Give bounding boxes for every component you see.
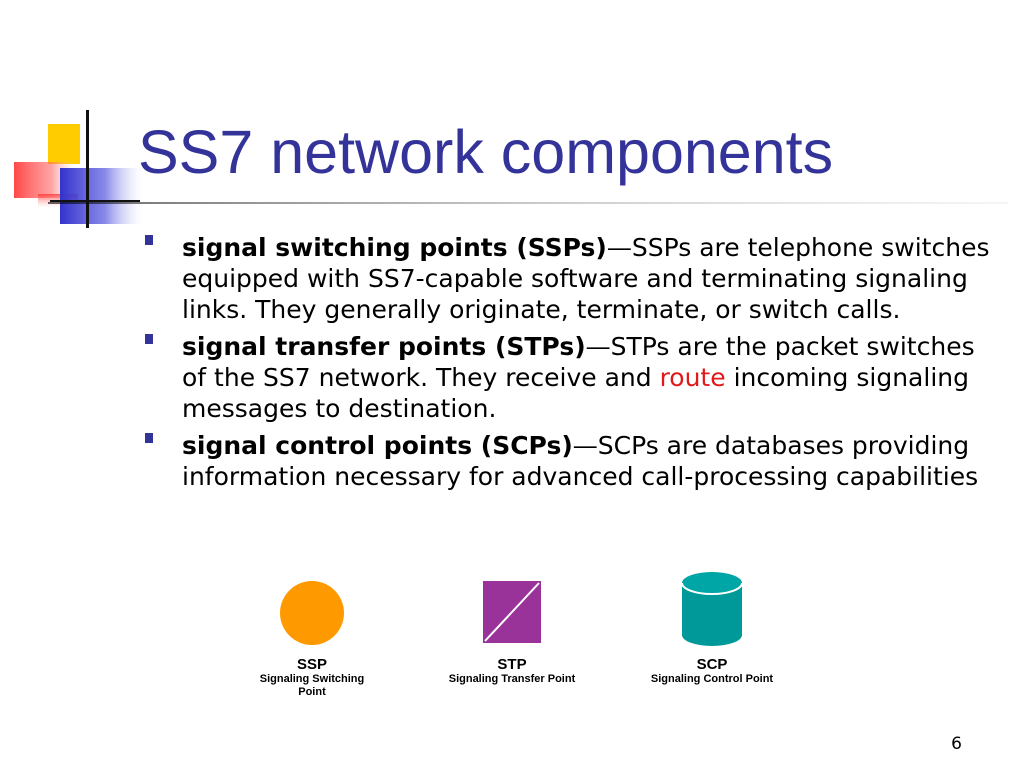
figure-stp: STP Signaling Transfer Point	[442, 578, 582, 686]
figure-caption: Signaling Control Point	[650, 673, 774, 685]
figure-caption: Signaling Transfer Point	[448, 673, 576, 685]
title-underline-rule	[48, 202, 1008, 204]
bullet-item-scp: signal control points (SCPs)—SCPs are da…	[145, 430, 992, 492]
bullet-term: signal transfer points (STPs)	[182, 332, 586, 361]
bullet-list: signal switching points (SSPs)—SSPs are …	[145, 232, 992, 498]
deco-vertical-line	[86, 110, 89, 228]
deco-yellow-square	[48, 124, 80, 164]
bullet-marker-icon	[145, 334, 153, 344]
em-dash: —	[572, 431, 598, 460]
figure-ssp: SSP Signaling Switching Point	[242, 578, 382, 699]
bullet-text: SSPs are telephone switches equipped wit…	[182, 233, 990, 324]
highlighted-word: route	[659, 363, 726, 392]
deco-blue-bar	[60, 168, 142, 224]
orange-circle-icon	[280, 581, 344, 645]
figure-abbreviation: STP	[497, 656, 527, 673]
em-dash: —	[606, 233, 632, 262]
bullet-item-ssp: signal switching points (SSPs)—SSPs are …	[145, 232, 992, 325]
page-title: SS7 network components	[138, 118, 834, 186]
bullet-term: signal control points (SCPs)	[182, 431, 573, 460]
figure-caption: Signaling Switching Point	[259, 673, 365, 698]
em-dash: —	[585, 332, 611, 361]
bullet-text: STPs are the packet switches of the SS7 …	[182, 332, 975, 392]
teal-cylinder-icon	[681, 572, 743, 646]
figure-abbreviation: SSP	[296, 656, 327, 673]
figure-abbreviation: SCP	[696, 656, 728, 673]
page-number: 6	[951, 734, 962, 754]
bullet-marker-icon	[145, 235, 153, 245]
purple-square-icon	[483, 581, 541, 643]
figure-scp: SCP Signaling Control Point	[642, 570, 782, 686]
bullet-item-stp: signal transfer points (STPs)—STPs are t…	[145, 331, 992, 424]
bullet-text-continued: incoming signaling messages to destinati…	[182, 363, 969, 423]
bullet-text: SCPs are databases providing information…	[182, 431, 979, 491]
bullet-marker-icon	[145, 433, 153, 443]
deco-horizontal-line	[50, 200, 140, 202]
bullet-term: signal switching points (SSPs)	[182, 233, 607, 262]
